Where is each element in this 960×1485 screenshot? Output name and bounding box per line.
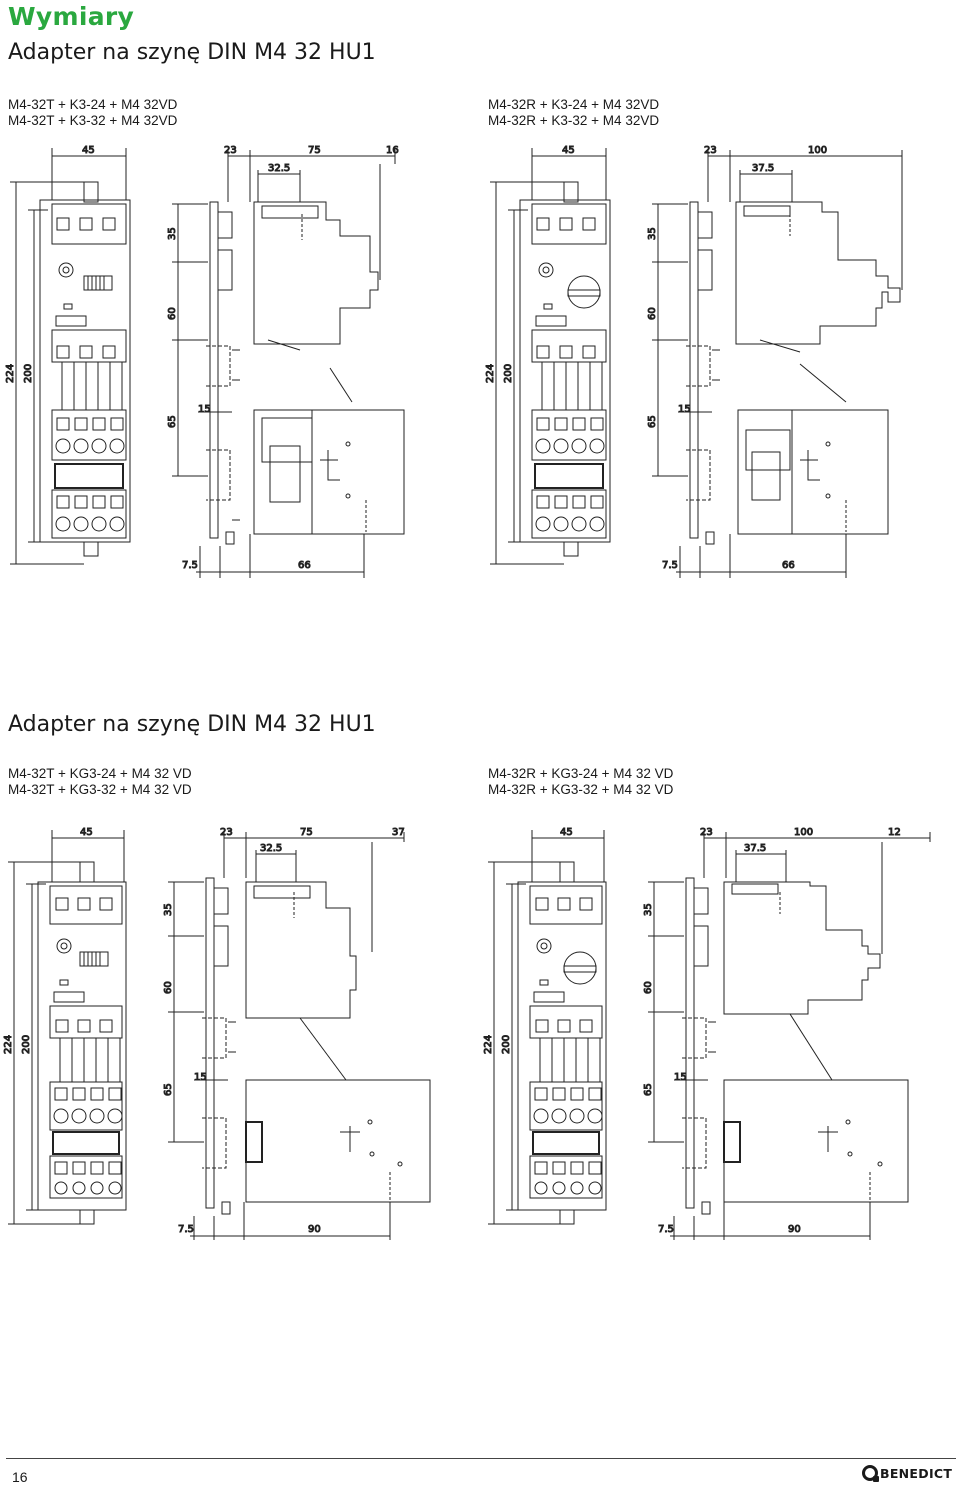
- dim-label: 65: [167, 415, 178, 428]
- dim-label: 35: [167, 227, 178, 240]
- dim-label: 35: [643, 903, 654, 916]
- dim-label: 23: [700, 827, 713, 838]
- dim-label: 15: [198, 404, 211, 415]
- dim-label: 37.5: [752, 163, 774, 174]
- dim-label: 23: [704, 145, 717, 156]
- brand-name: BENEDICT: [880, 1465, 953, 1481]
- front-view: 45 224 200: [483, 827, 607, 1225]
- combo-label: M4-32R + KG3-24 + M4 32 VD: [488, 766, 674, 781]
- dim-label: 100: [808, 145, 827, 156]
- combo-list: M4-32R + K3-24 + M4 32VD M4-32R + K3-32 …: [488, 97, 659, 129]
- dim-label: 60: [643, 981, 654, 994]
- dim-label: 65: [643, 1083, 654, 1096]
- dim-label: 45: [82, 145, 95, 156]
- dim-label: 7.5: [658, 1224, 674, 1235]
- dim-label: 90: [788, 1224, 801, 1235]
- dim-label: 37: [392, 827, 405, 838]
- dim-label: 224: [485, 364, 496, 383]
- brand-logo: BENEDICT: [862, 1465, 953, 1482]
- dim-label: 32.5: [268, 163, 290, 174]
- dim-label: 90: [308, 1224, 321, 1235]
- footer-divider: [6, 1458, 956, 1459]
- dim-label: 60: [647, 307, 658, 320]
- dim-label: 45: [560, 827, 573, 838]
- page-number: 16: [12, 1469, 28, 1485]
- dim-label: 75: [308, 145, 321, 156]
- dim-label: 15: [674, 1072, 687, 1083]
- section-title: Adapter na szynę DIN M4 32 HU1: [8, 40, 376, 65]
- dim-label: 45: [80, 827, 93, 838]
- dim-label: 65: [647, 415, 658, 428]
- dim-label: 200: [501, 1035, 512, 1054]
- dimension-drawing-set-1: 45 224 200 35 60 65: [5, 145, 903, 578]
- combo-list: M4-32T + K3-24 + M4 32VD M4-32T + K3-32 …: [8, 97, 177, 129]
- dim-label: 12: [888, 827, 901, 838]
- dim-label: 65: [163, 1083, 174, 1096]
- dim-label: 224: [3, 1035, 14, 1054]
- side-view: 35 60 65 15 23 75 32.5 37 7.5 90: [163, 827, 431, 1240]
- page-title: Wymiary: [8, 2, 135, 31]
- combo-label: M4-32R + KG3-32 + M4 32 VD: [488, 782, 674, 797]
- combo-list: M4-32R + KG3-24 + M4 32 VD M4-32R + KG3-…: [488, 766, 673, 798]
- section-title: Adapter na szynę DIN M4 32 HU1: [8, 712, 376, 737]
- dim-label: 7.5: [178, 1224, 194, 1235]
- dimension-drawing-set-2: 45 224 200 35 60 65: [3, 827, 931, 1240]
- dim-label: 66: [782, 560, 795, 571]
- dim-label: 75: [300, 827, 313, 838]
- combo-label: M4-32R + K3-24 + M4 32VD: [488, 97, 660, 112]
- dim-label: 23: [220, 827, 233, 838]
- combo-label: M4-32T + K3-24 + M4 32VD: [8, 97, 178, 112]
- front-view: 45 224 200: [3, 827, 127, 1225]
- front-view: 45 224 200: [485, 145, 611, 565]
- dim-label: 60: [163, 981, 174, 994]
- dim-label: 7.5: [182, 560, 198, 571]
- dim-label: 200: [503, 364, 514, 383]
- dim-label: 32.5: [260, 843, 282, 854]
- combo-label: M4-32T + KG3-24 + M4 32 VD: [8, 766, 192, 781]
- side-view: 35 60 65 15 23 100 37.5 12 7.5 90: [643, 827, 931, 1240]
- dim-label: 224: [483, 1035, 494, 1054]
- dim-label: 66: [298, 560, 311, 571]
- logo-icon: [862, 1465, 879, 1482]
- dim-label: 35: [163, 903, 174, 916]
- dim-label: 200: [21, 1035, 32, 1054]
- dim-label: 200: [23, 364, 34, 383]
- dim-label: 60: [167, 307, 178, 320]
- dim-label: 23: [224, 145, 237, 156]
- side-view: 35 60 65 15 23 75 32.5 16 7.5: [167, 145, 405, 578]
- combo-list: M4-32T + KG3-24 + M4 32 VD M4-32T + KG3-…: [8, 766, 192, 798]
- dim-label: 37.5: [744, 843, 766, 854]
- dim-label: 224: [5, 364, 16, 383]
- dim-label: 45: [562, 145, 575, 156]
- dim-label: 15: [194, 1072, 207, 1083]
- dim-label: 15: [678, 404, 691, 415]
- front-view: 45 224 200: [5, 145, 131, 565]
- combo-label: M4-32R + K3-32 + M4 32VD: [488, 113, 660, 128]
- combo-label: M4-32T + K3-32 + M4 32VD: [8, 113, 178, 128]
- dim-label: 16: [386, 145, 399, 156]
- side-view: 35 60 65 15 23 100 37.5 7.5 66: [647, 145, 903, 578]
- dim-label: 35: [647, 227, 658, 240]
- dim-label: 100: [794, 827, 813, 838]
- dim-label: 7.5: [662, 560, 678, 571]
- combo-label: M4-32T + KG3-32 + M4 32 VD: [8, 782, 192, 797]
